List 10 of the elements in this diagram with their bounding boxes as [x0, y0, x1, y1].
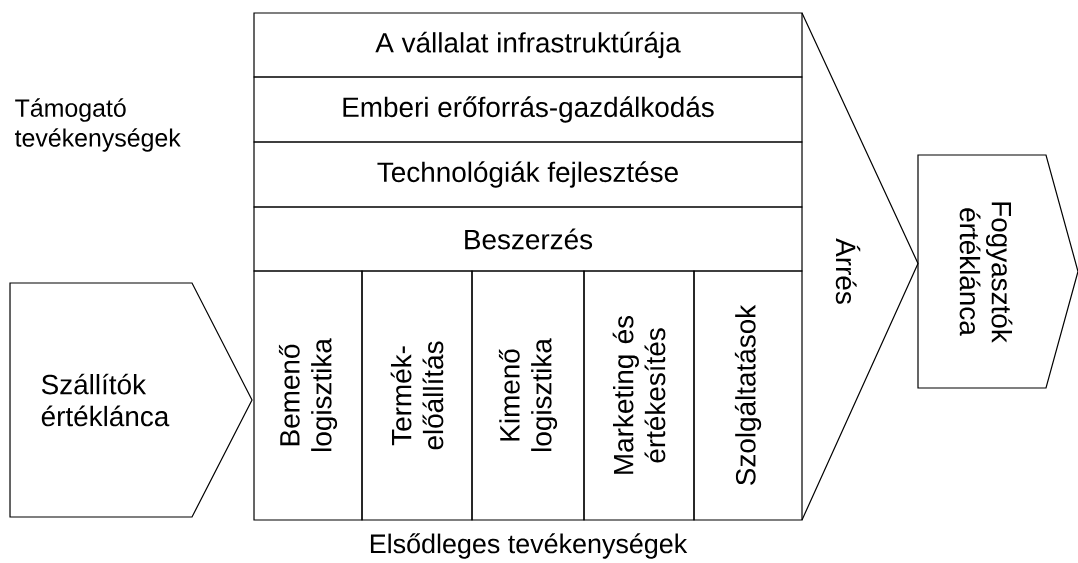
- activity-box: Beszerzés: [253, 206, 803, 272]
- activity-box: Kimenő logisztika: [471, 270, 585, 521]
- activity-box: Bemenő logisztika: [253, 270, 363, 521]
- activity-box: A vállalat infrastruktúrája: [253, 12, 803, 78]
- group-label: Támogató tevékenységek: [15, 98, 181, 152]
- activity-box: Szolgáltatások: [693, 270, 803, 521]
- group-label: Elsődleges tevékenységek: [370, 533, 688, 559]
- activity-box: Termék- előállítás: [361, 270, 473, 521]
- activity-box: Emberi erőforrás-gazdálkodás: [253, 76, 803, 143]
- activity-box: Technológiák fejlesztése: [253, 141, 803, 208]
